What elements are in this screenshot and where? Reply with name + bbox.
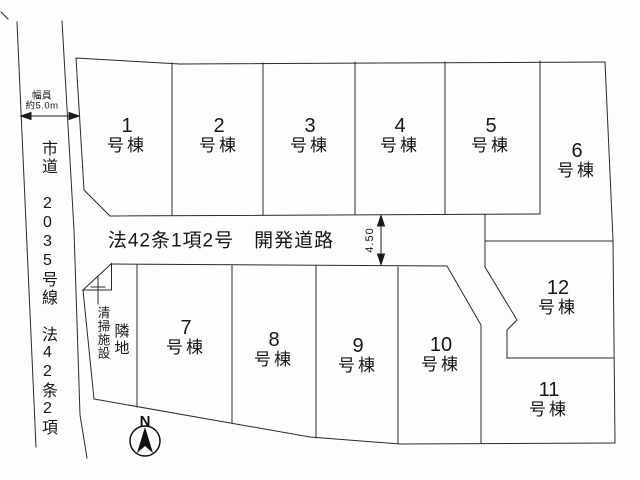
development-road-label: 法42条1項2号 開発道路 xyxy=(107,230,335,252)
lot-3-label: 3 号棟 xyxy=(290,116,330,156)
lot-1-label: 1 号棟 xyxy=(107,116,147,156)
lot-1-number: 1 xyxy=(121,115,133,138)
lot-12-number: 12 xyxy=(546,277,570,300)
upper-block-north-boundary xyxy=(75,57,606,65)
lot-8-number: 8 xyxy=(268,329,280,352)
lot-5-suffix: 号棟 xyxy=(471,136,511,156)
edge-tick xyxy=(0,11,9,20)
east-boundary xyxy=(604,61,616,444)
lot-1-suffix: 号棟 xyxy=(107,136,147,156)
lot-10-number: 10 xyxy=(429,334,453,357)
lot-10-label: 10 号棟 xyxy=(421,335,461,375)
lot-6-suffix: 号棟 xyxy=(557,161,597,181)
lot-4-number: 4 xyxy=(394,115,406,138)
arrowhead-left-icon xyxy=(19,111,32,121)
lot-12-label: 12 号棟 xyxy=(538,278,578,318)
lot-9-label: 9 号棟 xyxy=(338,336,378,376)
cleaning-facility-parcel xyxy=(81,262,112,291)
lot-11-label: 11 号棟 xyxy=(529,380,569,420)
city-road-east-boundary xyxy=(61,20,88,459)
lot-9-suffix: 号棟 xyxy=(338,356,378,376)
lot-7-label: 7 号棟 xyxy=(166,318,206,358)
development-road-width-dimension: 4.50 xyxy=(363,227,376,253)
lot-3-suffix: 号棟 xyxy=(290,136,330,156)
lot-2-suffix: 号棟 xyxy=(199,136,239,156)
lot-10-suffix: 号棟 xyxy=(421,355,461,375)
compass-north-label: N xyxy=(140,413,151,430)
cleaning-facility-label: 清掃施設 xyxy=(95,306,110,360)
lot-5-number: 5 xyxy=(485,115,497,138)
arrowhead-down-icon xyxy=(376,253,386,267)
lot-5-label: 5 号棟 xyxy=(471,116,511,156)
lot-9-number: 9 xyxy=(352,335,364,358)
lot-2-number: 2 xyxy=(213,115,225,138)
city-road-name: 市道 2035号線 法42条2項 xyxy=(39,140,56,437)
city-road-width-note-line1: 幅員 xyxy=(31,90,52,102)
lot-4-label: 4 号棟 xyxy=(380,116,420,156)
lot-2-label: 2 号棟 xyxy=(199,116,239,156)
lot-11-suffix: 号棟 xyxy=(529,400,569,420)
city-road-width-note: 幅員 約5.0m xyxy=(25,90,59,113)
lot10-east-boundary xyxy=(446,265,482,444)
north-needle-icon xyxy=(137,427,153,453)
development-road-south-edge xyxy=(111,263,448,267)
lower-block-south-boundary xyxy=(93,398,616,445)
lot-7-number: 7 xyxy=(180,317,192,340)
arrowhead-right-icon xyxy=(68,111,81,121)
lot12-west-boundary xyxy=(484,266,518,359)
adjacent-land-label: 隣地 xyxy=(112,323,130,357)
lot-8-suffix: 号棟 xyxy=(254,350,294,370)
upper-block-west-boundary-with-corner-cut xyxy=(75,57,111,217)
development-road-north-edge xyxy=(109,213,541,217)
lot-3-number: 3 xyxy=(304,115,316,138)
lot-11-number: 11 xyxy=(538,379,560,402)
city-road-width-note-line2: 約5.0m xyxy=(25,101,59,112)
compass: N xyxy=(129,413,161,457)
lot-6-number: 6 xyxy=(571,140,583,163)
lower-block-west-boundary xyxy=(82,289,95,400)
lot-12-suffix: 号棟 xyxy=(538,298,578,318)
compass-circle xyxy=(129,425,161,457)
lot-8-label: 8 号棟 xyxy=(254,330,294,370)
lot-7-suffix: 号棟 xyxy=(166,338,206,358)
city-road-west-boundary xyxy=(16,21,37,448)
lot-4-suffix: 号棟 xyxy=(380,136,420,156)
arrowhead-up-icon xyxy=(376,213,386,227)
lot-6-label: 6 号棟 xyxy=(557,141,597,181)
